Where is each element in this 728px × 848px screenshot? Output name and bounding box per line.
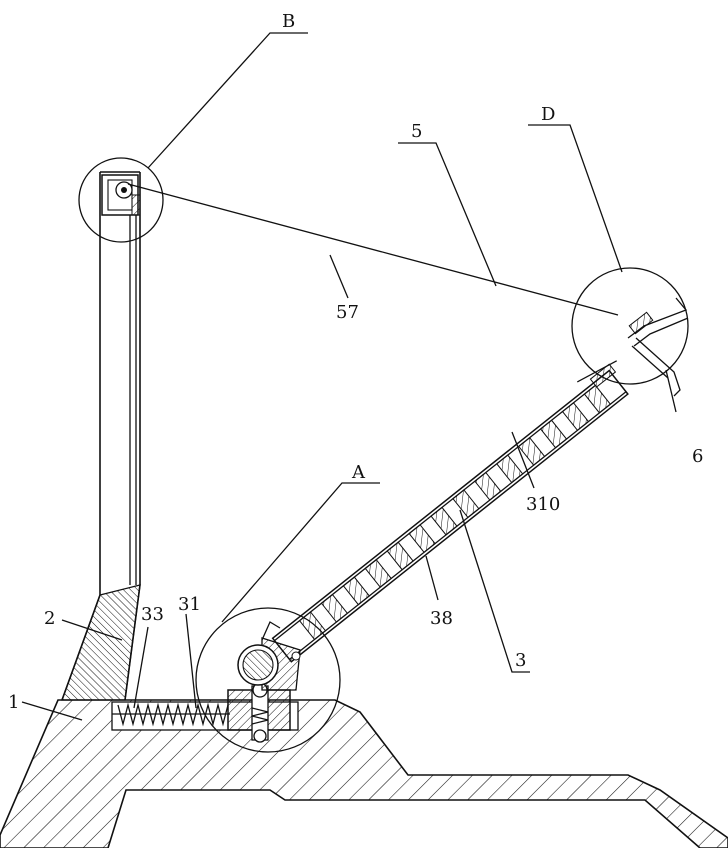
base-body [0, 700, 728, 848]
label-d: D [541, 104, 555, 125]
label-6: 6 [692, 446, 703, 467]
label-5: 5 [411, 121, 422, 142]
label-1: 1 [8, 692, 19, 713]
label-2: 2 [44, 608, 55, 629]
hook-assembly [628, 298, 688, 396]
pulley-box [102, 175, 140, 215]
label-3: 3 [515, 650, 526, 671]
vertical-column [62, 172, 140, 700]
label-31: 31 [178, 594, 201, 615]
label-b: B [282, 11, 295, 32]
cable [128, 184, 618, 315]
label-310: 310 [526, 494, 560, 515]
label-38: 38 [430, 608, 453, 629]
label-33: 33 [141, 604, 164, 625]
label-a: A [351, 462, 366, 483]
label-57: 57 [336, 302, 359, 323]
